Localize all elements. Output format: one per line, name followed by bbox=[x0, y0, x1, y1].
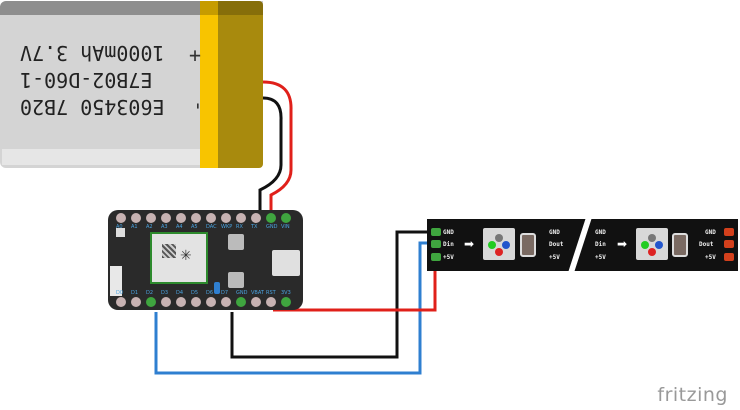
arrow-right-icon: ➡ bbox=[464, 237, 475, 251]
pin-label: RX bbox=[236, 224, 243, 230]
pin-label: RST bbox=[266, 290, 276, 296]
pin-d5[interactable] bbox=[191, 297, 201, 307]
gnd-pad-in[interactable] bbox=[431, 228, 441, 236]
red-power-wire[interactable] bbox=[273, 260, 437, 312]
gnd-pad-out[interactable] bbox=[724, 228, 734, 236]
pin-a3[interactable] bbox=[161, 213, 171, 223]
pin-d2[interactable] bbox=[146, 297, 156, 307]
strip-label-5v: +5V bbox=[549, 254, 560, 261]
battery-bottom-edge bbox=[2, 149, 200, 165]
battery-tab bbox=[218, 1, 263, 168]
pin-d7[interactable] bbox=[221, 297, 231, 307]
wifi-module-shield: ✳ bbox=[152, 234, 206, 282]
5v-pad-in[interactable] bbox=[431, 253, 441, 261]
pin-label: TX bbox=[251, 224, 258, 230]
usb-connector bbox=[272, 250, 300, 276]
pin-label: A1 bbox=[131, 224, 138, 230]
rgb-led bbox=[483, 228, 515, 260]
pin-d0[interactable] bbox=[116, 297, 126, 307]
pin-label: DAC bbox=[206, 224, 217, 230]
pin-label: A0 bbox=[116, 224, 123, 230]
pin-dac[interactable] bbox=[206, 213, 216, 223]
capacitor bbox=[520, 233, 536, 257]
pin-label: D1 bbox=[131, 290, 139, 296]
strip-label-din: Din bbox=[595, 241, 606, 248]
pin-vin[interactable] bbox=[281, 213, 291, 223]
pin-a2[interactable] bbox=[146, 213, 156, 223]
pin-label: A2 bbox=[146, 224, 153, 230]
strip-label-din: Din bbox=[443, 241, 454, 248]
pin-label: D6 bbox=[206, 290, 214, 296]
pin-rx[interactable] bbox=[236, 213, 246, 223]
pin-tx[interactable] bbox=[251, 213, 261, 223]
strip-label-dout: Dout bbox=[699, 241, 714, 248]
pin-vbat[interactable] bbox=[251, 297, 261, 307]
black-ground-wire[interactable] bbox=[230, 230, 432, 359]
particle-logo-icon: ✳ bbox=[180, 248, 192, 264]
qr-code bbox=[162, 244, 176, 258]
pin-label: D7 bbox=[221, 290, 229, 296]
pin-label: GND bbox=[266, 224, 278, 230]
pin-label: WKP bbox=[221, 224, 233, 230]
pin-label: D5 bbox=[191, 290, 199, 296]
pin-a4[interactable] bbox=[176, 213, 186, 223]
battery-tab-shadow bbox=[200, 1, 263, 15]
strip-label-gnd: GND bbox=[443, 229, 454, 236]
lipo-battery[interactable]: E603450 7B20 E7B02-D60-1 1000mAh 3.7V + … bbox=[0, 1, 263, 168]
arrow-right-icon: ➡ bbox=[617, 237, 628, 251]
pin-label: 3V3 bbox=[281, 290, 291, 296]
pin-label: VBAT bbox=[251, 290, 264, 296]
blue-led bbox=[214, 282, 220, 294]
strip-label-5v: +5V bbox=[595, 254, 606, 261]
blue-data-wire[interactable] bbox=[154, 241, 432, 375]
pin-a0[interactable] bbox=[116, 213, 126, 223]
din-pad-in[interactable] bbox=[431, 240, 441, 248]
neopixel-strip[interactable]: GND Din +5V ➡ GND Dout +5V GND Din +5V ➡… bbox=[427, 215, 738, 275]
strip-label-5v: +5V bbox=[705, 254, 716, 261]
pin-gnd[interactable] bbox=[266, 213, 276, 223]
battery-tab-light bbox=[200, 1, 218, 168]
setup-button[interactable] bbox=[228, 234, 244, 250]
pin-wkp[interactable] bbox=[221, 213, 231, 223]
pin-label: A5 bbox=[191, 224, 198, 230]
pin-label: D0 bbox=[116, 290, 124, 296]
5v-pad-out[interactable] bbox=[724, 253, 734, 261]
strip-break bbox=[567, 215, 593, 275]
battery-black-wire[interactable] bbox=[258, 96, 283, 212]
strip-label-5v: +5V bbox=[443, 254, 454, 261]
pin-label: GND bbox=[236, 290, 248, 296]
battery-red-wire[interactable] bbox=[262, 80, 293, 212]
pin-label: VIN bbox=[281, 224, 290, 230]
pin-label: D2 bbox=[146, 290, 154, 296]
pin-rst[interactable] bbox=[266, 297, 276, 307]
pin-d6[interactable] bbox=[206, 297, 216, 307]
pin-a1[interactable] bbox=[131, 213, 141, 223]
pin-d3[interactable] bbox=[161, 297, 171, 307]
pin-d4[interactable] bbox=[176, 297, 186, 307]
pin-gnd[interactable] bbox=[236, 297, 246, 307]
pin-d1[interactable] bbox=[131, 297, 141, 307]
rgb-led bbox=[636, 228, 668, 260]
strip-label-gnd: GND bbox=[549, 229, 560, 236]
strip-label-dout: Dout bbox=[549, 241, 564, 248]
pin-label: A4 bbox=[176, 224, 183, 230]
pin-label: D4 bbox=[176, 290, 184, 296]
pin-label: D3 bbox=[161, 290, 169, 296]
strip-label-gnd: GND bbox=[595, 229, 606, 236]
side-label bbox=[110, 266, 122, 296]
fritzing-logo: fritzing bbox=[657, 384, 728, 406]
dout-pad-out[interactable] bbox=[724, 240, 734, 248]
battery-plus-sign: + bbox=[189, 43, 202, 67]
strip-label-gnd: GND bbox=[705, 229, 716, 236]
capacitor bbox=[672, 233, 688, 257]
antenna-connector bbox=[116, 228, 125, 237]
pin-label: A3 bbox=[161, 224, 168, 230]
battery-body bbox=[0, 1, 202, 168]
reset-button[interactable] bbox=[228, 272, 244, 288]
pin-3v3[interactable] bbox=[281, 297, 291, 307]
pin-a5[interactable] bbox=[191, 213, 201, 223]
